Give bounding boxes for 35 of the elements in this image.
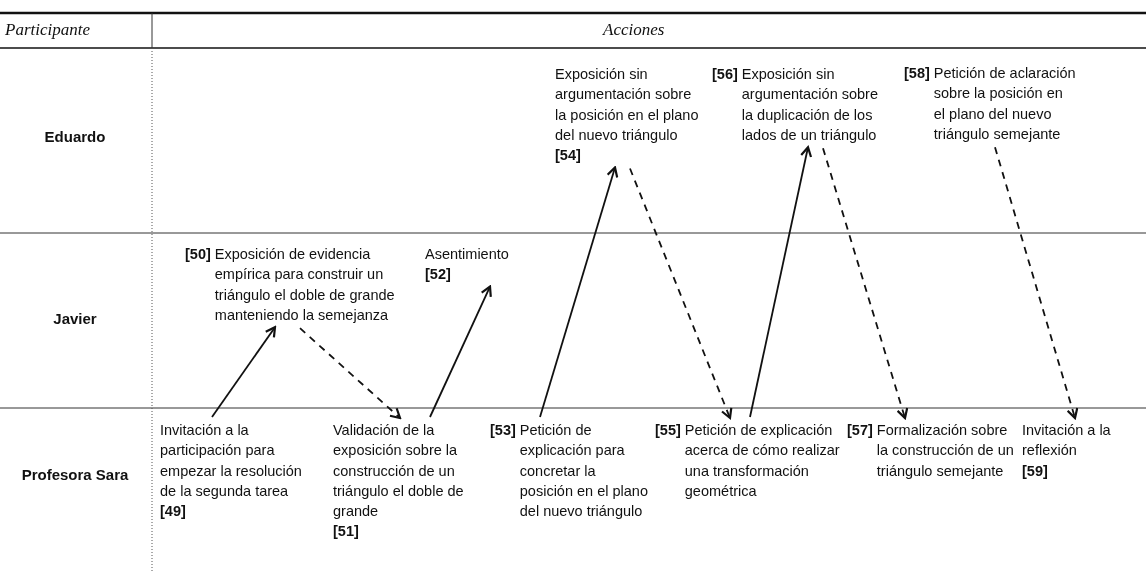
action-text: Petición de explicación acerca de cómo realizar una transformación geométrica [684,421,841,501]
action-text: Exposición de evidencia empírica para construir un triángulo el doble de grande manteniendo la semejanza [214,245,396,325]
turn-number: [59] [1022,461,1048,481]
turn-number: [53] [490,421,516,440]
arrow [299,327,402,420]
column-header: Acciones [603,20,665,40]
turn-number: [52] [425,265,451,285]
arrow [429,285,492,418]
column-header: Participante [5,20,90,40]
participant-name: Profesora Sara [20,466,130,483]
action-text: Petición de explicación para concretar la posición en el plano del nuevo triángulo [519,421,649,522]
action-text: Exposición sin argumentación sobre la posición en el plano del nuevo triángulo [555,65,700,145]
action-text: Asentimiento [425,245,509,264]
arrow [629,167,733,420]
action-text: Invitación a la participación para empezar la resolución de la segunda tarea [160,421,303,501]
participant-name: Eduardo [43,128,107,145]
turn-number: [50] [185,245,211,264]
action-text: Exposición sin argumentación sobre la duplicación de los lados de un triángulo [741,65,880,145]
turn-number: [55] [655,421,681,440]
arrow [749,146,813,418]
arrow [539,166,619,418]
arrow [211,326,277,418]
turn-number: [51] [333,522,359,542]
action-text: Invitación a la reflexión [1022,421,1112,461]
participant-name: Javier [52,310,98,327]
arrow [822,147,909,420]
action-text: Formalización sobre la construcción de un triángulo semejante [876,421,1015,481]
action-text: Petición de aclaración sobre la posición en el plano del nuevo triángulo semejante [933,64,1076,144]
turn-number: [57] [847,421,873,440]
arrow [994,146,1079,420]
action-text: Validación de la exposición sobre la construcción de un triángulo el doble de grande [333,421,465,522]
turn-number: [56] [712,65,738,84]
turn-number: [54] [555,146,581,166]
turn-number: [49] [160,502,186,522]
turn-number: [58] [904,64,930,83]
